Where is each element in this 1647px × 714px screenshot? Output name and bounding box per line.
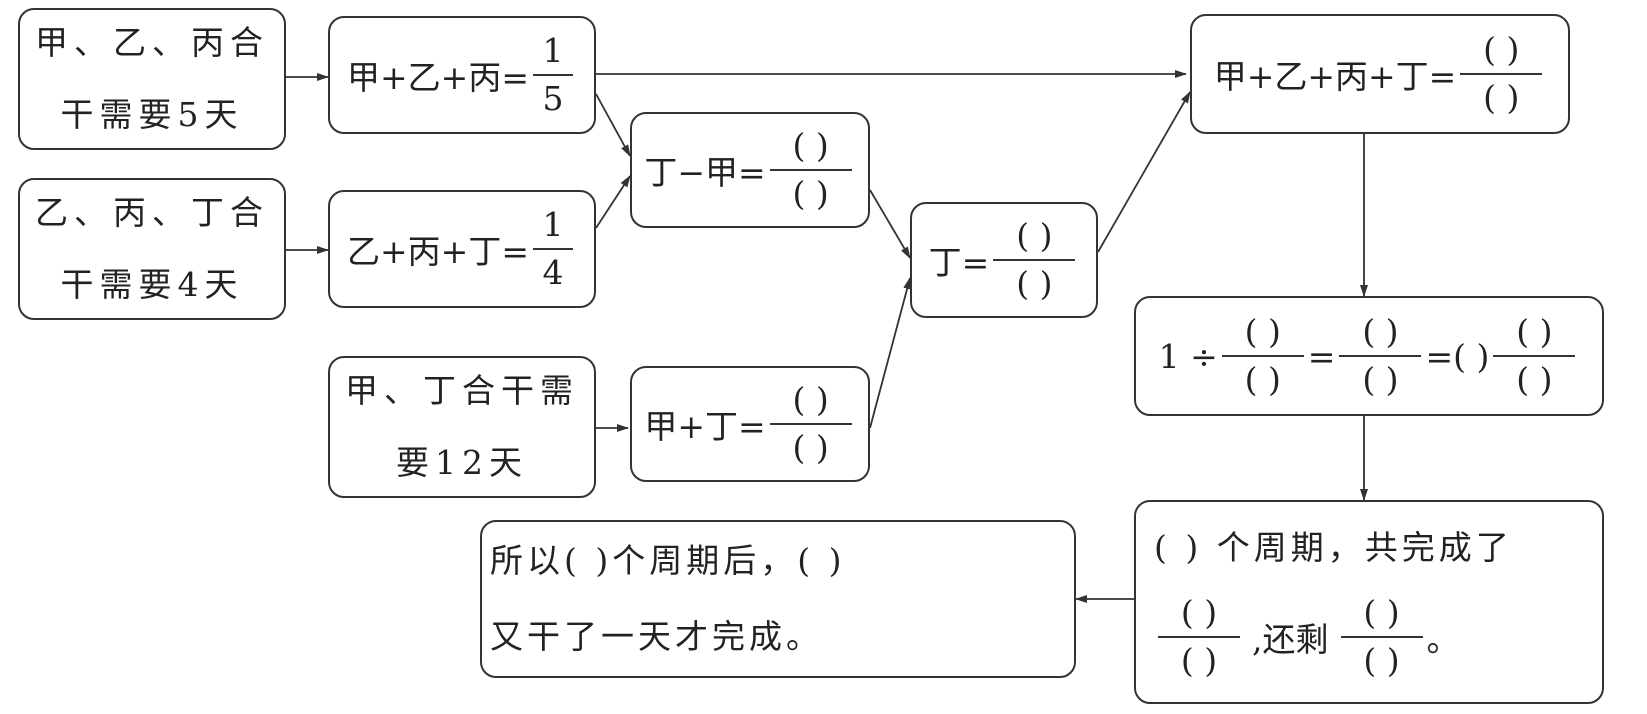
- equation-bcd-lhs: 乙+丙+丁=: [347, 232, 529, 271]
- condition-2-line1: 乙、丙、丁合: [35, 193, 269, 232]
- equation-abc-lhs: 甲+乙+丙=: [347, 58, 529, 97]
- condition-3-line2: 要12天: [396, 443, 528, 482]
- division-fraction-3[interactable]: ( ) ( ): [1493, 309, 1576, 403]
- blank-denominator[interactable]: ( ): [1483, 78, 1520, 117]
- equation-bcd-fraction: 1 4: [532, 202, 573, 296]
- blank-numerator[interactable]: ( ): [1244, 312, 1281, 351]
- conclusion-line1: 所以( )个周期后，( ): [490, 541, 846, 580]
- cycle-end-punct: 。: [1426, 620, 1460, 659]
- blank-numerator[interactable]: ( ): [1516, 312, 1553, 351]
- arrow-e1-to-e3: [595, 93, 631, 157]
- blank-denominator[interactable]: ( ): [1516, 360, 1553, 399]
- condition-1-line2: 干需要5天: [60, 95, 244, 134]
- condition-box-3: 甲、丁合干需 要12天: [328, 356, 596, 498]
- equation-abc-denominator: 5: [542, 79, 564, 118]
- equation-bcd: 乙+丙+丁= 1 4: [328, 190, 596, 308]
- blank-denominator[interactable]: ( ): [1180, 641, 1218, 680]
- equation-abc: 甲+乙+丙= 1 5: [328, 16, 596, 134]
- cycle-remaining-label: ,还剩: [1252, 620, 1329, 659]
- equation-d-lhs: 丁=: [928, 243, 990, 282]
- cycle-line1: ( ) 个周期，共完成了: [1154, 528, 1513, 567]
- blank-denominator[interactable]: ( ): [1362, 360, 1399, 399]
- condition-box-2: 乙、丙、丁合 干需要4天: [18, 178, 286, 320]
- arrow-e3-to-e5: [869, 189, 911, 259]
- arrow-e5-to-e6: [1097, 91, 1191, 253]
- equation-d: 丁= ( ) ( ): [910, 202, 1098, 318]
- blank-denominator[interactable]: ( ): [1244, 360, 1281, 399]
- blank-numerator[interactable]: ( ): [792, 126, 829, 165]
- condition-1-line1: 甲、乙、丙合: [35, 23, 269, 62]
- division-fraction-1[interactable]: ( ) ( ): [1221, 309, 1304, 403]
- equals-sign: =: [1307, 336, 1336, 376]
- equation-d-minus-a-lhs: 丁−甲=: [644, 153, 766, 192]
- equation-abc-numerator: 1: [542, 31, 564, 70]
- condition-box-1: 甲、乙、丙合 干需要5天: [18, 8, 286, 150]
- arrow-e2-to-e3: [595, 175, 631, 229]
- division-fraction-2[interactable]: ( ) ( ): [1339, 309, 1422, 403]
- condition-2-line2: 干需要4天: [60, 265, 244, 304]
- equation-a-plus-d-fraction[interactable]: ( ) ( ): [769, 377, 852, 471]
- mixed-number-whole-blank[interactable]: ( ): [1453, 336, 1490, 376]
- equals-sign: =: [1425, 336, 1454, 376]
- equation-bcd-denominator: 4: [542, 253, 564, 292]
- equation-d-minus-a-fraction[interactable]: ( ) ( ): [769, 123, 852, 217]
- division-box: 1 ÷ ( ) ( ) = ( ) ( ) = ( ) ( ) ( ): [1134, 296, 1604, 416]
- equation-abc-fraction: 1 5: [532, 28, 573, 122]
- blank-numerator[interactable]: ( ): [792, 380, 829, 419]
- conclusion-box: 所以( )个周期后，( ) 又干了一天才完成。: [480, 520, 1076, 678]
- cycle-remaining-fraction[interactable]: ( ) ( ): [1340, 590, 1423, 684]
- blank-denominator[interactable]: ( ): [1363, 641, 1400, 680]
- cycle-completed-fraction[interactable]: ( ) ( ): [1158, 590, 1240, 684]
- equation-abcd: 甲+乙+丙+丁= ( ) ( ): [1190, 14, 1570, 134]
- equation-abcd-lhs: 甲+乙+丙+丁=: [1213, 57, 1457, 96]
- blank-numerator[interactable]: ( ): [1483, 30, 1520, 69]
- blank-numerator[interactable]: ( ): [1180, 593, 1218, 632]
- blank-numerator[interactable]: ( ): [1363, 593, 1400, 632]
- equation-abcd-fraction[interactable]: ( ) ( ): [1460, 27, 1543, 121]
- equation-a-plus-d-lhs: 甲+丁=: [644, 407, 766, 446]
- equation-d-fraction[interactable]: ( ) ( ): [993, 213, 1076, 307]
- conclusion-line2: 又干了一天才完成。: [490, 617, 823, 656]
- blank-numerator[interactable]: ( ): [1362, 312, 1399, 351]
- equation-a-plus-d: 甲+丁= ( ) ( ): [630, 366, 870, 482]
- arrow-e4-to-e5: [869, 277, 912, 429]
- blank-denominator[interactable]: ( ): [1016, 264, 1053, 303]
- blank-denominator[interactable]: ( ): [792, 428, 829, 467]
- condition-3-line1: 甲、丁合干需: [345, 371, 579, 410]
- blank-denominator[interactable]: ( ): [792, 174, 829, 213]
- blank-numerator[interactable]: ( ): [1016, 216, 1053, 255]
- cycle-box: ( ) 个周期，共完成了 ( ) ( ) ,还剩 ( ) ( ) 。: [1134, 500, 1604, 704]
- equation-d-minus-a: 丁−甲= ( ) ( ): [630, 112, 870, 228]
- division-prefix: 1 ÷: [1158, 336, 1218, 376]
- equation-bcd-numerator: 1: [542, 205, 564, 244]
